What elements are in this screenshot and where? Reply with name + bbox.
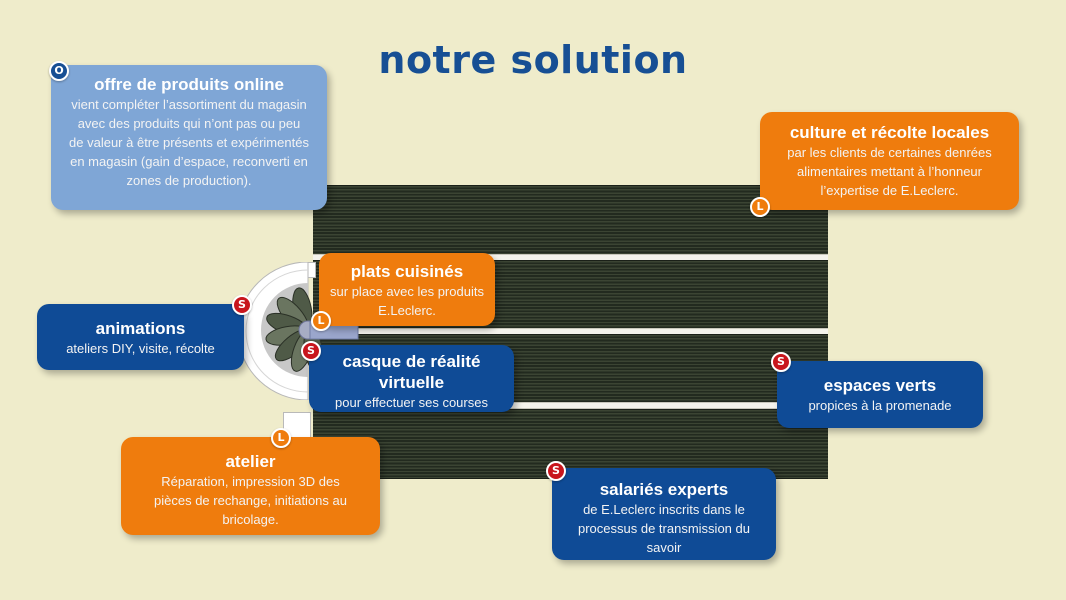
- crop-field: [313, 185, 828, 479]
- callout-culture-recolte: culture et récolte locales par les clien…: [760, 112, 1019, 210]
- callout-casque-realite-virtuelle: casque de réalité virtuelle pour effectu…: [309, 345, 514, 412]
- callout-title: atelier: [225, 452, 276, 471]
- rotunda-building: [238, 262, 359, 400]
- crop-row: [313, 185, 828, 256]
- callout-title: culture et récolte locales: [789, 123, 990, 142]
- callout-title: offre de produits online: [94, 75, 284, 94]
- badge-l: L: [750, 197, 770, 217]
- callout-body: ateliers DIY, visite, récolte: [66, 341, 215, 356]
- callout-salaries-experts: salariés experts de E.Leclerc inscrits d…: [552, 468, 776, 560]
- callout-espaces-verts: espaces verts propices à la promenade: [777, 361, 983, 428]
- callout-body: de E.Leclerc inscrits dans le processus …: [578, 502, 750, 555]
- badge-l: L: [311, 311, 331, 331]
- callout-body: propices à la promenade: [808, 398, 952, 413]
- badge-s: S: [301, 341, 321, 361]
- callout-plats-cuisines: plats cuisinés sur place avec les produi…: [319, 253, 495, 326]
- badge-s: S: [771, 352, 791, 372]
- callout-title: animations: [95, 319, 186, 338]
- callout-atelier: atelier Réparation, impression 3D des pi…: [121, 437, 380, 535]
- callout-title: plats cuisinés: [350, 262, 464, 281]
- callout-body: par les clients de certaines denrées ali…: [787, 145, 992, 198]
- callout-title: salariés experts: [599, 480, 729, 499]
- badge-s: S: [232, 295, 252, 315]
- callout-body: pour effectuer ses courses: [335, 395, 488, 410]
- callout-body: sur place avec les produits E.Leclerc.: [330, 284, 484, 318]
- callout-offre-produits-online: offre de produits online vient compléter…: [51, 65, 327, 210]
- badge-s: S: [546, 461, 566, 481]
- field-path: [313, 402, 828, 409]
- callout-title: casque de réalité virtuelle: [342, 352, 481, 392]
- badge-l: L: [271, 428, 291, 448]
- callout-animations: animations ateliers DIY, visite, récolte: [37, 304, 244, 370]
- badge-o: O: [49, 61, 69, 81]
- page-title: notre solution: [378, 38, 688, 82]
- crop-row: [313, 409, 828, 479]
- callout-body: vient compléter l’assortiment du magasin…: [69, 97, 309, 188]
- callout-title: espaces verts: [823, 376, 937, 395]
- callout-body: Réparation, impression 3D des pièces de …: [154, 474, 347, 527]
